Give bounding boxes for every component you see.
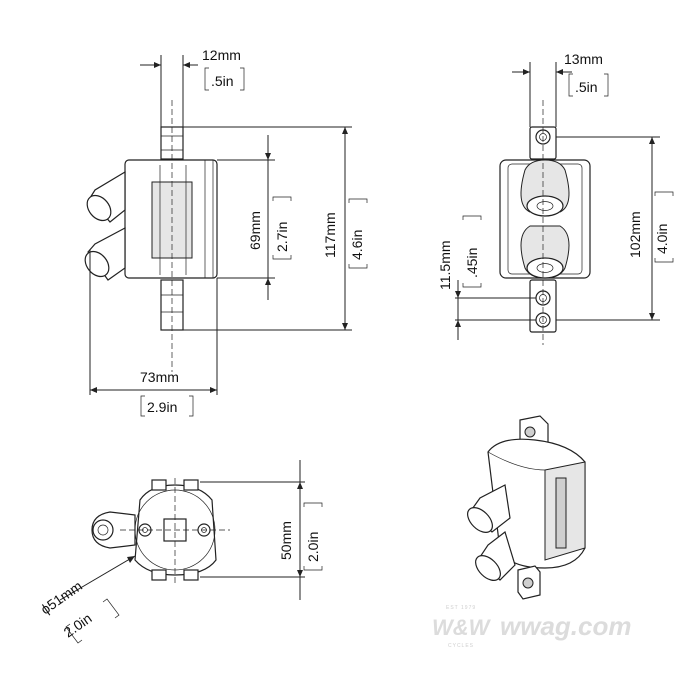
side-top-width-mm: 13mm [564,51,603,67]
front-view: 12mm .5in 69mm 2.7in 117mm 4.6in 73mm 2.… [84,47,368,417]
front-inner-height-mm: 69mm [247,211,263,250]
front-total-height-in: 4.6in [349,230,365,260]
front-inner-height-in: 2.7in [274,222,290,252]
side-view: 13mm .5in 11.5mm .45in 102mm 4.0in [437,51,674,345]
front-total-height-mm: 117mm [322,212,338,258]
front-bottom-width-in: 2.9in [147,399,177,415]
watermark-site: wwag.com [500,611,631,641]
watermark-badge-bottom: CYCLES [448,643,474,649]
front-top-width-mm: 12mm [202,47,241,63]
watermark-brand: W&W [432,615,492,640]
watermark: EST 1979 W&W wwag.com CYCLES [432,605,631,649]
top-diameter-in: 2.0in [61,610,95,641]
watermark-badge-top: EST 1979 [446,605,476,611]
isometric-view [467,415,586,600]
top-diameter-mm: ϕ51mm [38,578,85,618]
side-height-in: 4.0in [654,224,670,254]
side-height-mm: 102mm [627,211,643,258]
top-height-in: 2.0in [305,532,321,562]
side-top-width-in: .5in [575,79,598,95]
top-view: 50mm 2.0in ϕ51mm 2.0in [38,460,323,644]
side-post-spacing-mm: 11.5mm [437,240,453,290]
front-top-width-in: .5in [211,73,234,89]
front-bottom-width-mm: 73mm [140,369,179,385]
side-post-spacing-in: .45in [464,248,480,278]
top-height-mm: 50mm [278,521,294,560]
